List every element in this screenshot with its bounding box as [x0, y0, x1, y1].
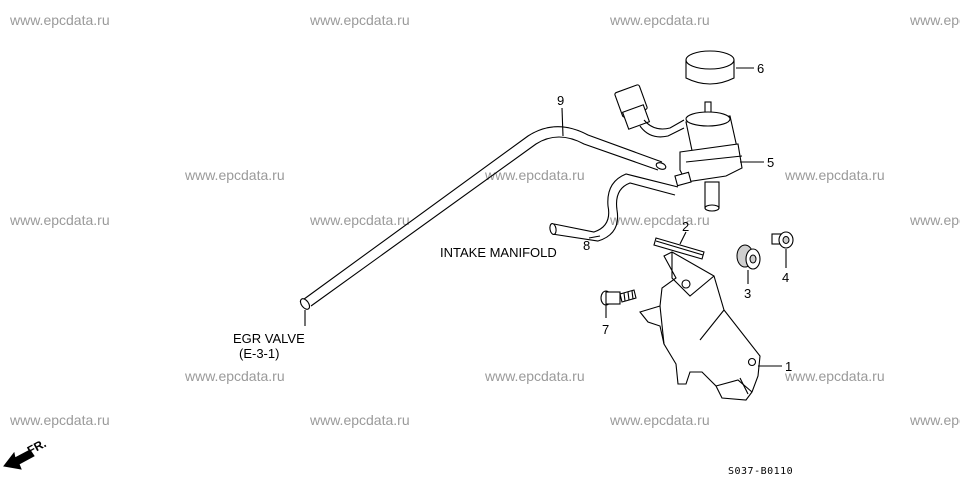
- callout-2: 2: [682, 219, 689, 234]
- watermark: www.epcdata.ru: [184, 368, 285, 384]
- watermark: www.epcdata.ru: [609, 412, 710, 428]
- watermark: www.epcdata.ru: [309, 12, 410, 28]
- bracket-1: [639, 251, 761, 401]
- hose-8: [549, 173, 679, 242]
- callout-9: 9: [557, 93, 564, 108]
- watermark: www.epcdata.ru: [309, 412, 410, 428]
- strip-2: [653, 237, 705, 260]
- callout-7: 7: [602, 322, 609, 337]
- nut-4: [771, 231, 794, 249]
- callout-8: 8: [583, 238, 590, 253]
- watermark-layer: www.epcdata.ru www.epcdata.ru www.epcdat…: [9, 12, 960, 428]
- watermark: www.epcdata.ru: [309, 212, 410, 228]
- callout-5: 5: [767, 155, 774, 170]
- callout-6: 6: [757, 61, 764, 76]
- watermark: www.epcdata.ru: [9, 212, 110, 228]
- watermark: www.epcdata.ru: [784, 167, 885, 183]
- watermark: www.epcdata.ru: [484, 167, 585, 183]
- watermark: www.epcdata.ru: [609, 212, 710, 228]
- egr-valve-label: EGR VALVE: [233, 331, 305, 346]
- callout-4: 4: [782, 270, 789, 285]
- watermark: www.epcdata.ru: [909, 12, 960, 28]
- egr-ref-label: (E-3-1): [239, 346, 279, 361]
- intake-manifold-label: INTAKE MANIFOLD: [440, 245, 557, 260]
- callout-3: 3: [744, 286, 751, 301]
- watermark: www.epcdata.ru: [909, 412, 960, 428]
- cap-6: [685, 50, 735, 85]
- bolt-7: [600, 289, 637, 306]
- watermark: www.epcdata.ru: [484, 368, 585, 384]
- watermark: www.epcdata.ru: [784, 368, 885, 384]
- callout-1: 1: [785, 359, 792, 374]
- drawing-code: S037-B0110: [728, 466, 793, 477]
- watermark: www.epcdata.ru: [909, 212, 960, 228]
- leader-lines: [304, 67, 787, 367]
- grommet-3: [736, 244, 761, 270]
- hose-9: [299, 126, 667, 310]
- watermark: www.epcdata.ru: [9, 412, 110, 428]
- watermark: www.epcdata.ru: [9, 12, 110, 28]
- front-arrow-icon: FR.: [3, 436, 48, 470]
- solenoid-valve-5: [614, 84, 743, 212]
- watermark: www.epcdata.ru: [184, 167, 285, 183]
- watermark: www.epcdata.ru: [609, 12, 710, 28]
